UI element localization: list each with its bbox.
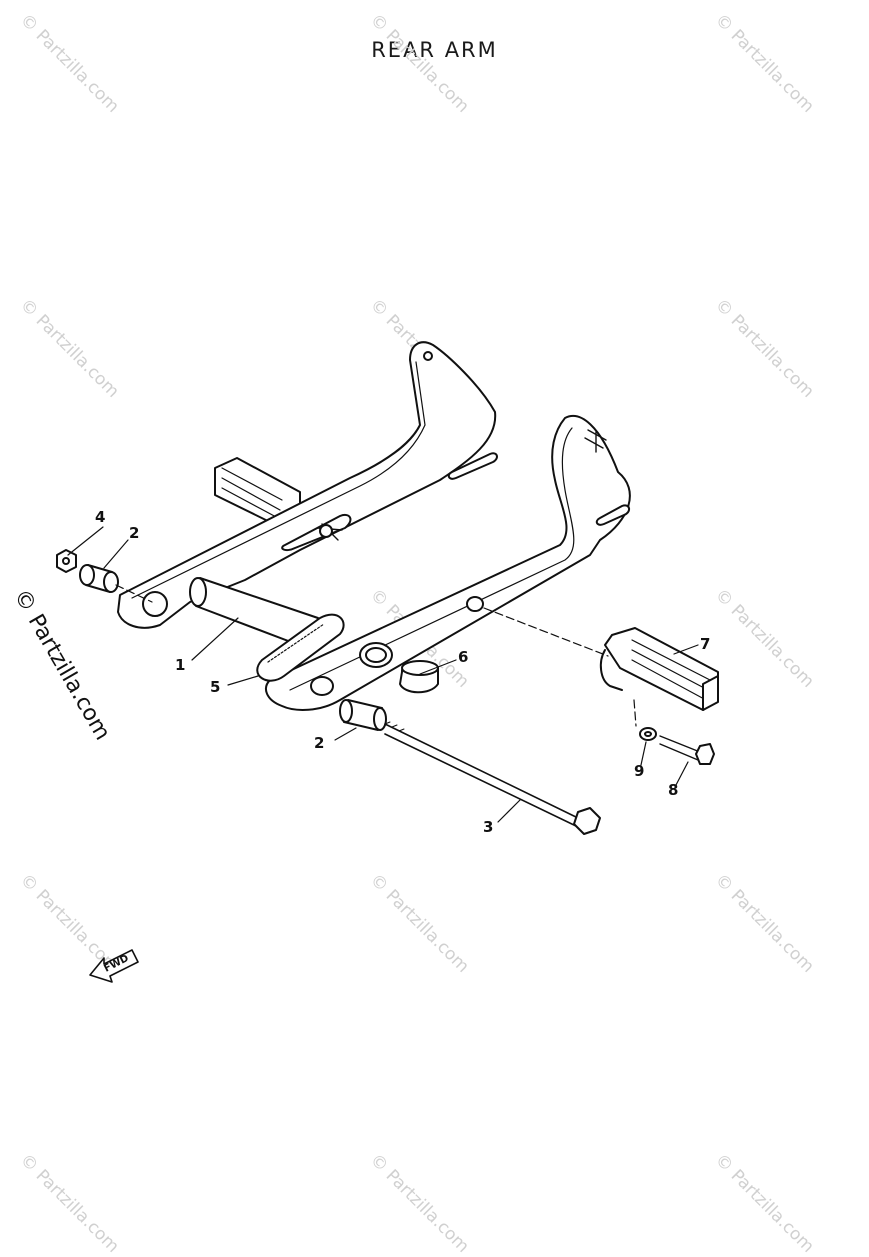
leader-line xyxy=(191,617,239,661)
rear-arm-diagram: 1 2 2 3 4 5 6 7 8 9 FWD xyxy=(56,341,719,983)
alignment-line xyxy=(483,607,609,657)
nut xyxy=(56,549,77,573)
callout-8: 8 xyxy=(668,781,678,799)
callout-7: 7 xyxy=(700,635,710,653)
left-arm xyxy=(117,341,497,629)
cap xyxy=(399,660,439,694)
leader-line xyxy=(673,644,699,655)
callout-2: 2 xyxy=(314,734,324,752)
pivot-bolt xyxy=(384,721,601,835)
leader-line xyxy=(334,727,357,741)
alignment-line xyxy=(115,584,153,603)
diagram-title: REAR ARM xyxy=(371,38,498,62)
fwd-arrow-icon: FWD xyxy=(89,949,139,983)
callout-9: 9 xyxy=(634,762,644,780)
leader-line xyxy=(497,799,521,823)
footpeg xyxy=(599,627,719,711)
collar-lower xyxy=(339,699,387,731)
washer xyxy=(639,727,657,741)
callout-3: 3 xyxy=(483,818,493,836)
dust-seal xyxy=(256,613,345,682)
leader-line xyxy=(640,741,647,766)
alignment-line xyxy=(633,699,637,727)
leader-line xyxy=(675,761,689,786)
callout-4: 4 xyxy=(95,508,105,526)
leader-line xyxy=(103,539,129,569)
callout-6: 6 xyxy=(458,648,468,666)
leader-line xyxy=(227,675,259,686)
callout-5: 5 xyxy=(210,678,220,696)
right-arm xyxy=(265,415,631,711)
footpeg-bolt xyxy=(659,735,715,765)
callout-2: 2 xyxy=(129,524,139,542)
callout-1: 1 xyxy=(175,656,185,674)
leader-line xyxy=(419,659,457,675)
collar-left xyxy=(79,564,119,593)
leader-line xyxy=(67,526,104,556)
